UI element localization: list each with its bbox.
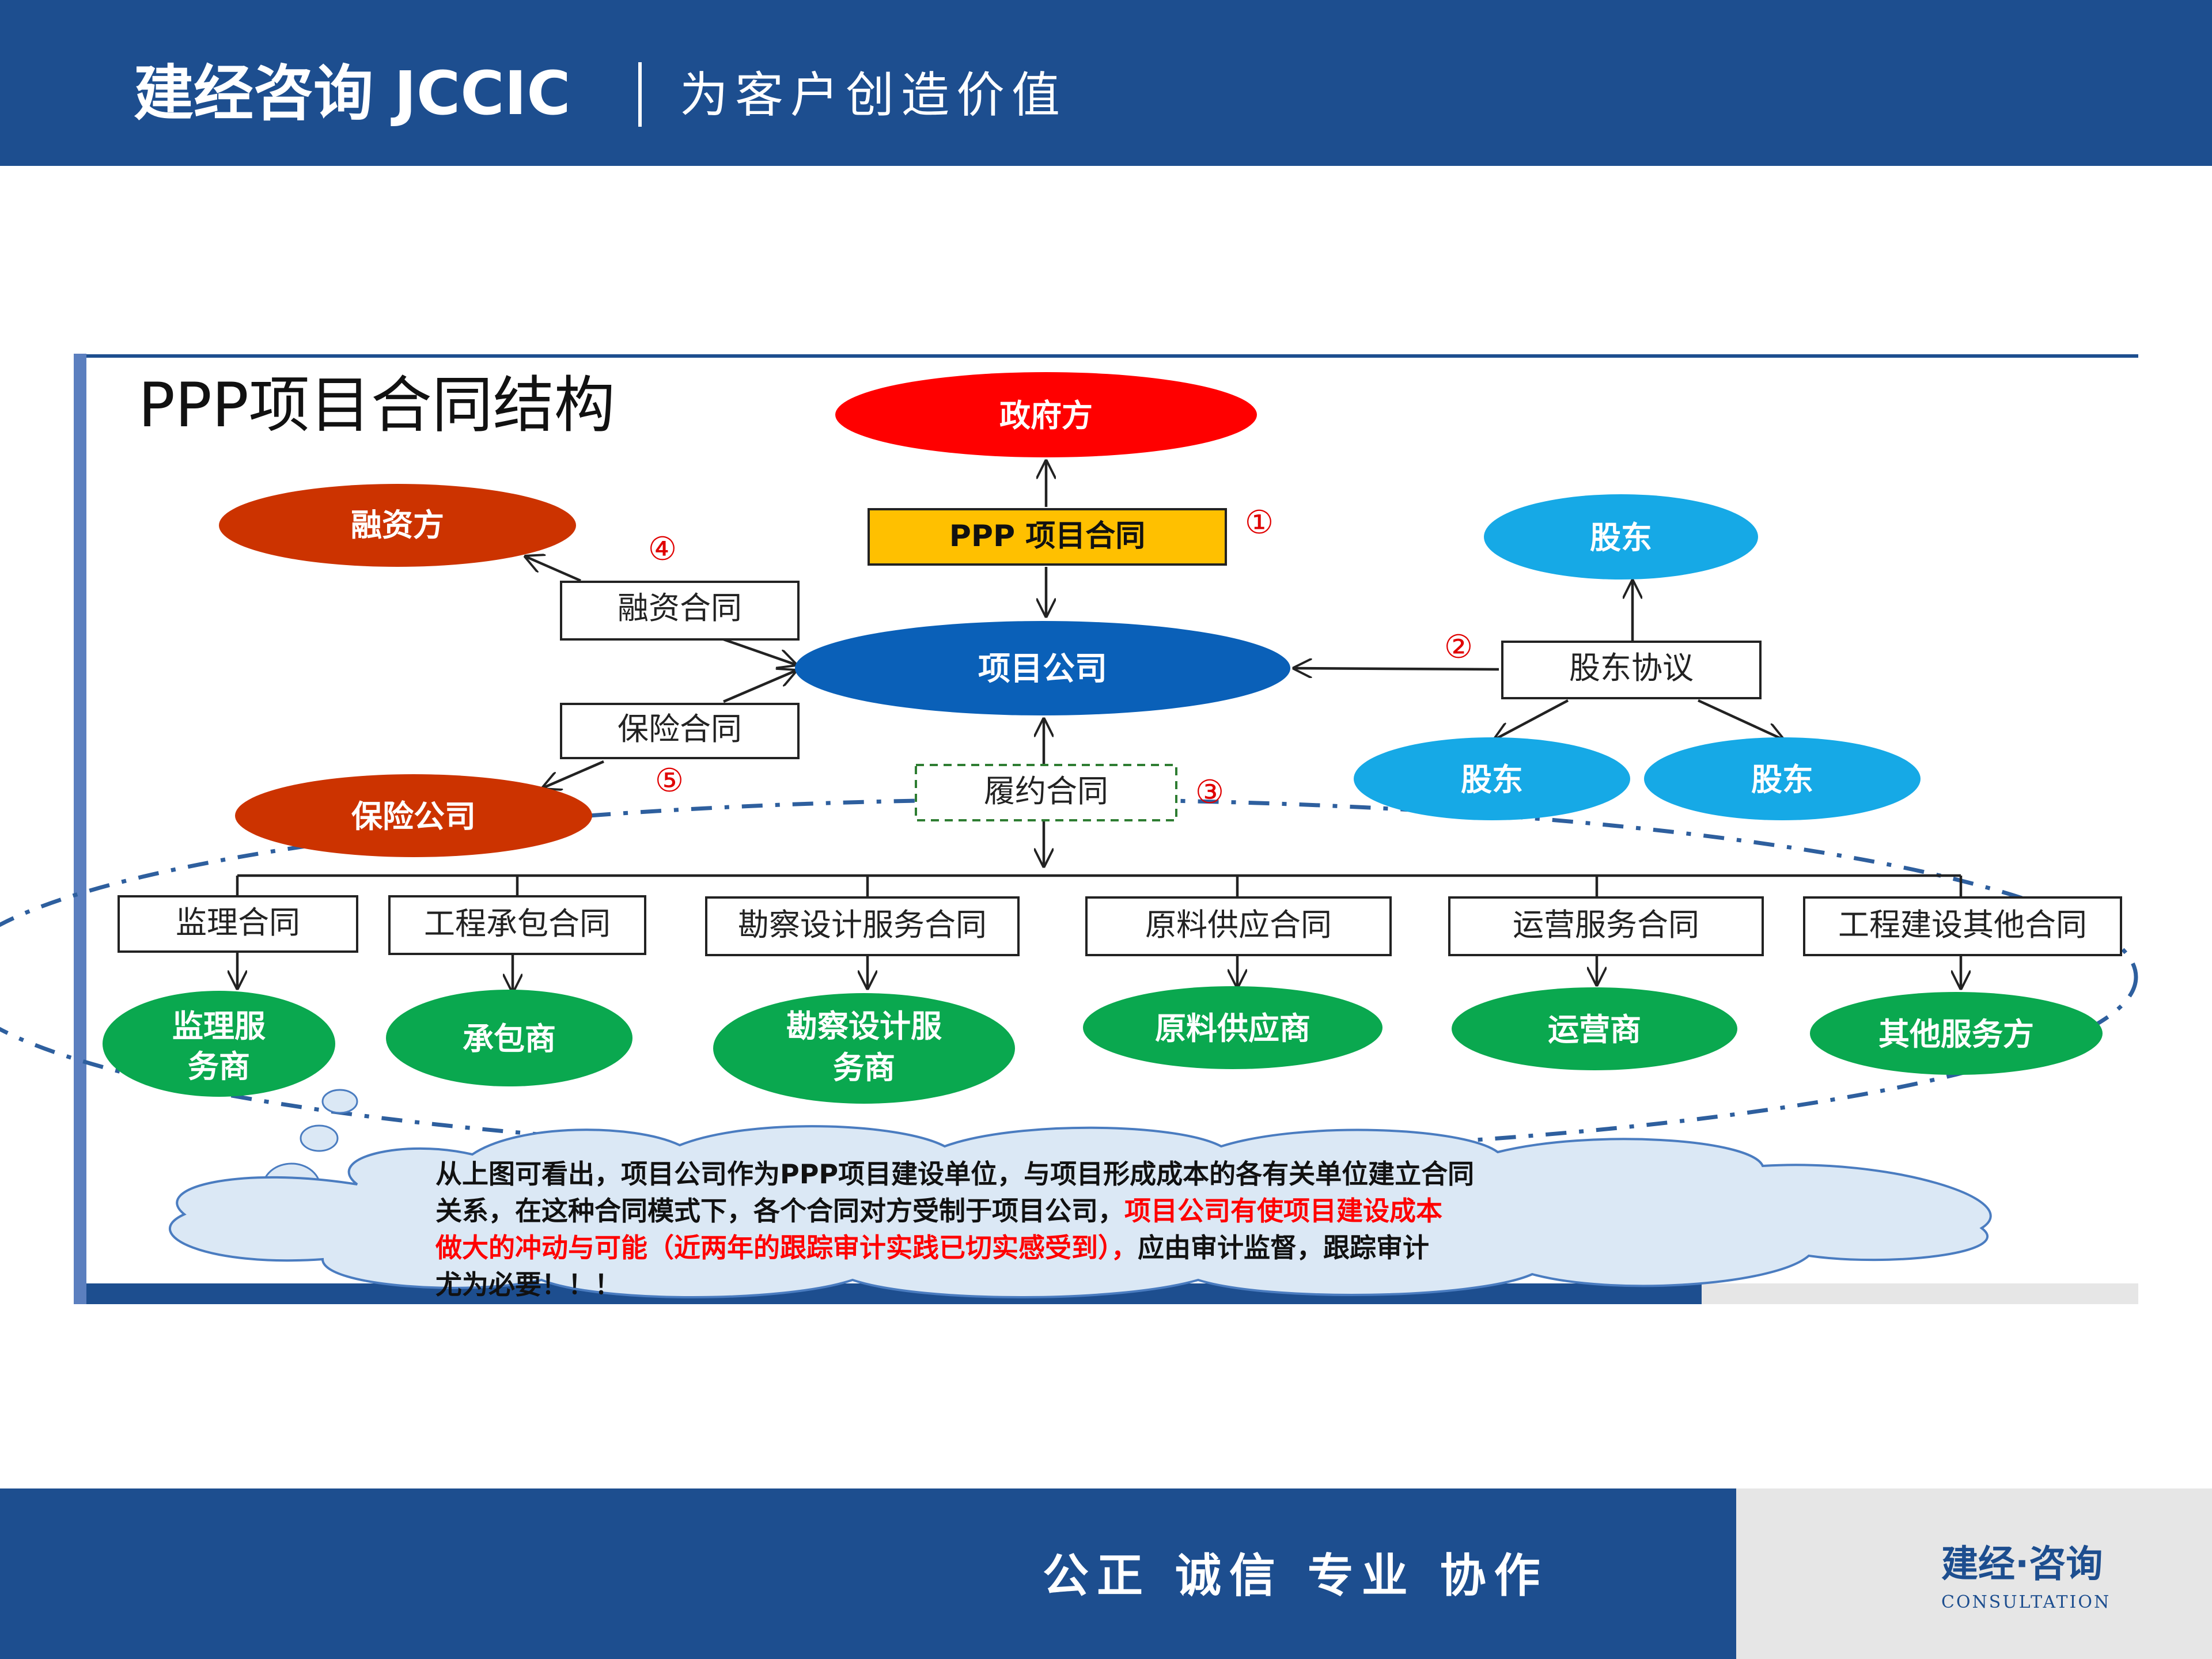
header-bar xyxy=(0,0,2212,166)
insurance-contract-label: 保险合同 xyxy=(618,711,742,747)
contract-label-construction: 工程承包合同 xyxy=(424,906,611,942)
party-nodes: 监理服 务商 承包商 勘察设计服 务商 原料供应商 运营商 其他服务方 xyxy=(103,986,2103,1104)
party-label-contractor: 承包商 xyxy=(463,1021,556,1057)
insurance-company-node xyxy=(235,774,592,857)
note-line-1: 从上图可看出，项目公司作为PPP项目建设单位，与项目形成成本的各有关单位建立合同 xyxy=(435,1158,1474,1190)
header-divider xyxy=(638,62,642,127)
brand-name: 建经咨询 JCCIC xyxy=(134,58,571,128)
note-line-3-black: 应由审计监督，跟踪审计 xyxy=(1138,1232,1429,1263)
note-line-3-red: 做大的冲动与可能（近两年的跟踪审计实践已切实感受到）， xyxy=(435,1232,1138,1263)
contract-label-other: 工程建设其他合同 xyxy=(1838,907,2087,943)
contract-label-survey-design: 勘察设计服务合同 xyxy=(738,907,987,943)
contract-box-supervision xyxy=(118,895,358,953)
contract-box-operation xyxy=(1448,896,1764,956)
contract-box-material-supply xyxy=(1085,896,1392,956)
party-node-supervision xyxy=(103,991,335,1097)
party-node-operator xyxy=(1452,987,1737,1070)
financing-contract-label: 融资合同 xyxy=(618,590,742,626)
note-line-2-black: 关系，在这种合同模式下，各个合同对方受制于项目公司， xyxy=(435,1195,1124,1226)
party-label-other: 其他服务方 xyxy=(1878,1016,2034,1052)
shareholder-right-label: 股东 xyxy=(1751,762,1813,798)
marker-4: ④ xyxy=(648,531,677,568)
panel-bottom-band-grey xyxy=(1702,1283,2138,1304)
shareholder-left-label: 股东 xyxy=(1461,762,1523,798)
financier-node xyxy=(219,484,576,567)
party-label-operator: 运营商 xyxy=(1548,1012,1641,1048)
footer-motto: 公正 诚信 专业 协作 xyxy=(1043,1549,1548,1603)
shareholder-agreement-label: 股东协议 xyxy=(1569,650,1694,686)
party-label-supervision-1: 监理服 xyxy=(172,1008,266,1044)
shareholder-right-node xyxy=(1644,737,1921,820)
party-node-material-supplier xyxy=(1083,986,1382,1069)
party-label-survey-design-1: 勘察设计服 xyxy=(786,1008,942,1044)
financier-label: 融资方 xyxy=(351,507,444,543)
project-company-label: 项目公司 xyxy=(978,650,1107,688)
marker-2: ② xyxy=(1444,628,1473,666)
ppp-contract-label: PPP 项目合同 xyxy=(949,519,1145,554)
party-label-supervision-2: 务商 xyxy=(188,1048,250,1085)
bubble-dot-1 xyxy=(321,1089,358,1114)
performance-contract-box xyxy=(915,764,1177,821)
shareholder-top-node xyxy=(1484,494,1758,579)
financing-contract-box xyxy=(560,581,800,641)
marker-1: ① xyxy=(1245,504,1274,541)
note-line-2: 关系，在这种合同模式下，各个合同对方受制于项目公司，项目公司有使项目建设成本 xyxy=(435,1195,1442,1226)
contract-label-operation: 运营服务合同 xyxy=(1513,907,1699,943)
footer-logo-area xyxy=(1736,1488,2212,1659)
party-label-material-supplier: 原料供应商 xyxy=(1155,1010,1310,1047)
bubble-dot-2 xyxy=(300,1124,339,1152)
party-node-contractor xyxy=(386,990,632,1086)
insurance-company-label: 保险公司 xyxy=(351,798,476,835)
government-label: 政府方 xyxy=(999,397,1093,434)
note-line-2-red: 项目公司有使项目建设成本 xyxy=(1124,1195,1442,1226)
note-line-4: 尤为必要！！！ xyxy=(435,1269,621,1300)
marker-3: ③ xyxy=(1195,774,1224,811)
insurance-contract-box xyxy=(560,703,800,759)
logo-subtitle: CONSULTATION xyxy=(1941,1592,2111,1612)
footer-bar xyxy=(0,1488,1736,1659)
brand-slogan: 为客户创造价值 xyxy=(680,67,1067,123)
note-line-3: 做大的冲动与可能（近两年的跟踪审计实践已切实感受到），应由审计监督，跟踪审计 xyxy=(435,1232,1429,1263)
panel-left-edge xyxy=(74,354,86,1304)
slide-title: PPP项目合同结构 xyxy=(138,370,615,441)
performance-contract-label: 履约合同 xyxy=(984,773,1108,809)
contract-label-material-supply: 原料供应合同 xyxy=(1145,907,1332,943)
contract-box-survey-design xyxy=(705,896,1020,956)
party-node-other xyxy=(1810,992,2103,1075)
party-label-survey-design-2: 务商 xyxy=(833,1050,895,1086)
connector-lines xyxy=(237,461,1961,992)
shareholder-top-label: 股东 xyxy=(1590,520,1652,556)
project-company-node xyxy=(795,621,1290,715)
marker-5: ⑤ xyxy=(655,762,684,800)
note-cloud xyxy=(169,1125,1992,1298)
contract-box-construction xyxy=(388,895,646,955)
note-text: 从上图可看出，项目公司作为PPP项目建设单位，与项目形成成本的各有关单位建立合同… xyxy=(435,1158,1474,1300)
shareholder-left-node xyxy=(1354,737,1630,820)
ppp-contract-box xyxy=(868,508,1227,566)
shareholder-agreement-box xyxy=(1501,641,1762,699)
party-node-survey-design xyxy=(713,993,1015,1104)
contract-label-supervision: 监理合同 xyxy=(176,904,300,941)
government-node xyxy=(835,372,1257,457)
contract-box-other xyxy=(1803,896,2122,956)
contract-boxes: 监理合同 工程承包合同 勘察设计服务合同 原料供应合同 运营服务合同 工程建设其… xyxy=(118,895,2122,956)
logo-name: 建经·咨询 xyxy=(1941,1543,2103,1586)
